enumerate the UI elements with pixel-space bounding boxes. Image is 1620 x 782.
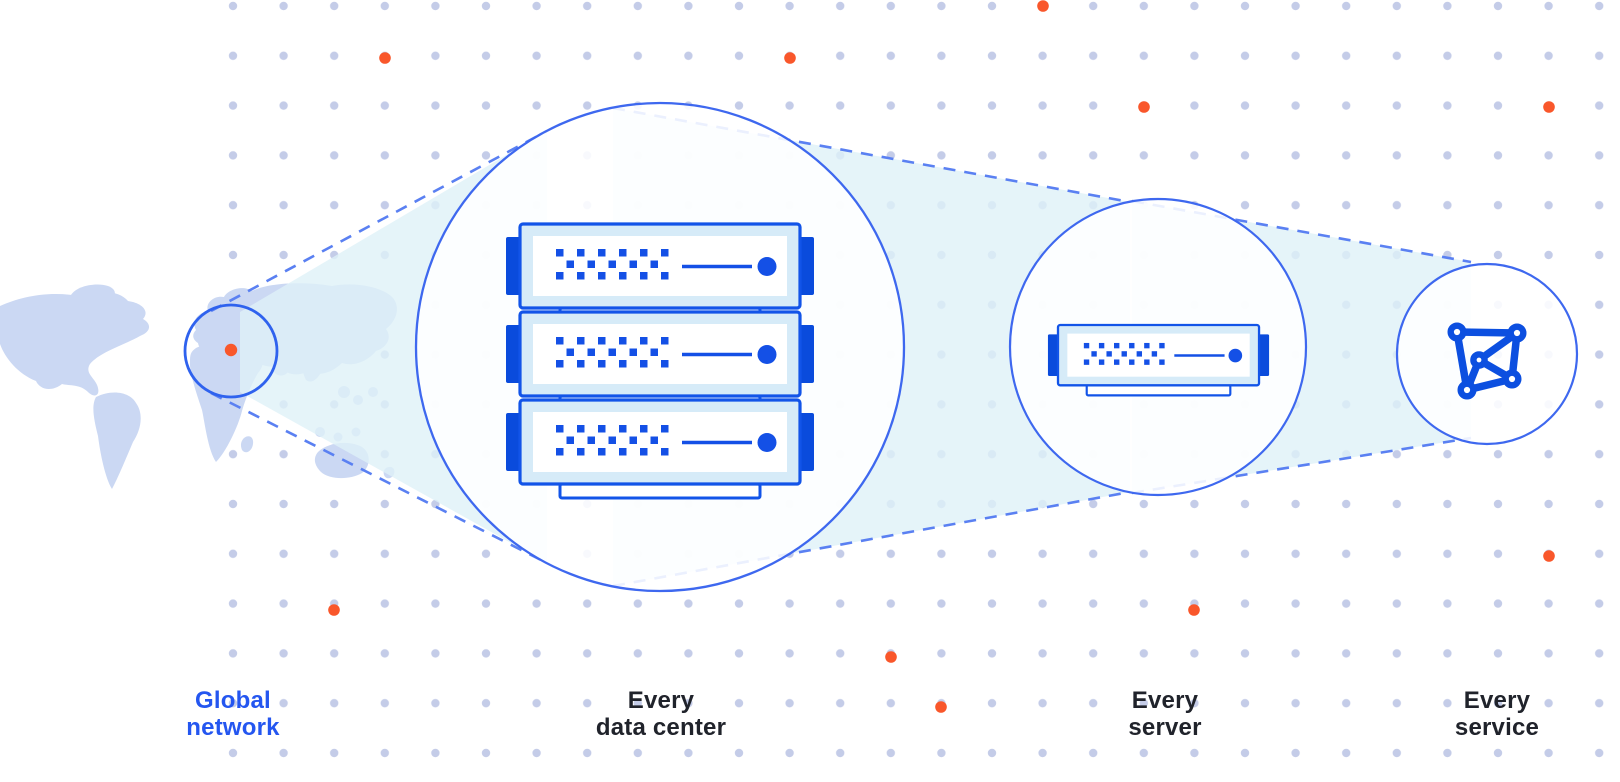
label-line: Every <box>1463 687 1531 714</box>
label-line: Every <box>627 687 695 714</box>
label-line: Global <box>195 687 271 714</box>
label-every-service: Every service <box>1455 687 1539 741</box>
label-line: network <box>186 714 280 741</box>
server-rack-icon <box>504 222 816 500</box>
label-line: server <box>1128 714 1202 741</box>
server-icon <box>1046 323 1271 397</box>
region-circle <box>183 303 279 399</box>
location-marker-dot <box>224 343 238 357</box>
label-line: data center <box>595 714 727 741</box>
label-line: Every <box>1131 687 1199 714</box>
label-every-server: Every server <box>1128 687 1201 741</box>
network-mesh-icon <box>1447 322 1527 400</box>
label-every-data-center: Every data center <box>596 687 726 741</box>
accent-dots <box>328 0 1555 713</box>
label-line: service <box>1454 714 1540 741</box>
label-global-network: Global network <box>186 687 279 741</box>
